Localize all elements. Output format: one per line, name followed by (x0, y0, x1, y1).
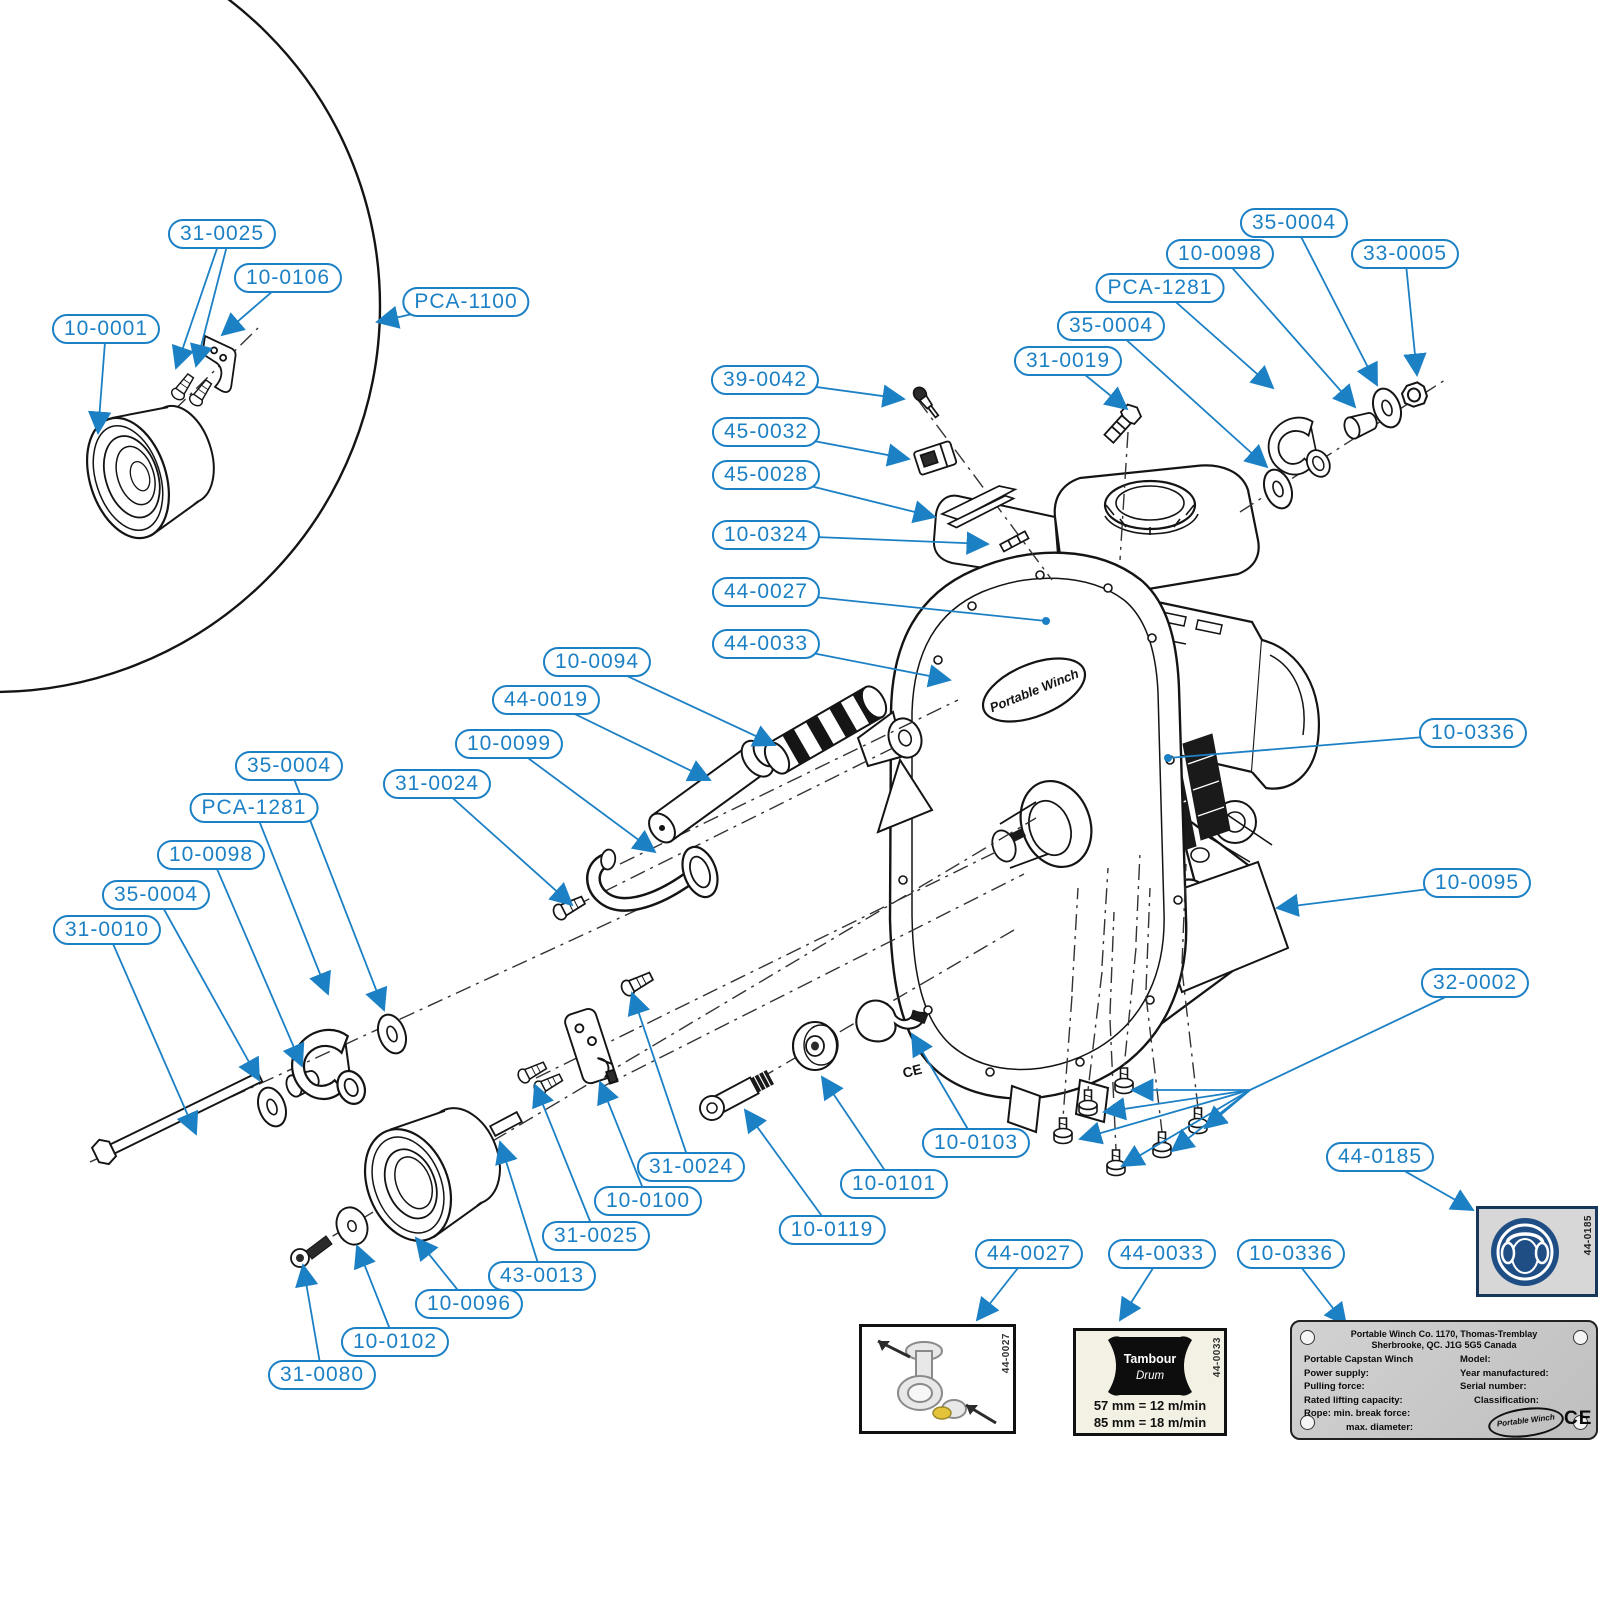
inset-circle (0, 0, 382, 694)
callout-10-0103: 10-0103 (921, 1127, 1031, 1159)
callout-10-0099: 10-0099 (454, 728, 564, 760)
callout-31-0019: 31-0019 (1013, 345, 1123, 377)
drum-silhouette: Tambour Drum (1108, 1336, 1192, 1396)
callout-35-0004-b: 35-0004 (1056, 310, 1166, 342)
callout-10-0001: 10-0001 (51, 313, 161, 345)
callout-31-0025-b: 31-0025 (541, 1220, 651, 1252)
nameplate-hole (1300, 1330, 1315, 1345)
callout-10-0324: 10-0324 (711, 519, 821, 551)
winch-body-art: Portable Winch CE (856, 464, 1320, 1134)
nameplate-company-line2: Sherbrooke, QC. J1G 5G5 Canada (1371, 1340, 1517, 1350)
drum-sticker-code: 44-0033 (1212, 1337, 1223, 1378)
callout-10-0094: 10-0094 (542, 646, 652, 678)
nameplate-hole (1573, 1415, 1588, 1430)
ear-protection-icon (1491, 1218, 1559, 1286)
callout-44-0019: 44-0019 (491, 684, 601, 716)
nameplate-field: Classification: (1474, 1394, 1539, 1406)
callout-31-0080: 31-0080 (267, 1359, 377, 1391)
callout-44-0185: 44-0185 (1325, 1141, 1435, 1173)
callout-pca-1100: PCA-1100 (402, 286, 530, 318)
nameplate-field: Rope: min. break force: (1304, 1408, 1411, 1419)
ear-protection-sticker: 44-0185 (1476, 1206, 1598, 1297)
nameplate-logo-oval: Portable Winch (1486, 1403, 1566, 1442)
callout-44-0033-a: 44-0033 (711, 628, 821, 660)
nameplate-hole (1573, 1330, 1588, 1345)
callout-45-0032: 45-0032 (711, 416, 821, 448)
callout-44-0027-a: 44-0027 (711, 576, 821, 608)
gearbox-ce-mark: CE (901, 1061, 924, 1081)
nameplate-field: Serial number: (1460, 1381, 1527, 1392)
callout-10-0106: 10-0106 (233, 262, 343, 294)
callout-31-0010: 31-0010 (52, 914, 162, 946)
rope-direction-illustration (877, 1339, 997, 1425)
callout-10-0100: 10-0100 (593, 1185, 703, 1217)
parts-art (85, 334, 1429, 1268)
callout-33-0005: 33-0005 (1350, 238, 1460, 270)
callout-39-0042: 39-0042 (710, 364, 820, 396)
callout-45-0028: 45-0028 (711, 459, 821, 491)
callout-10-0098-b: 10-0098 (156, 839, 266, 871)
nameplate-field: Rated lifting capacity: (1304, 1394, 1403, 1406)
callout-31-0024-b: 31-0024 (636, 1151, 746, 1183)
nameplate-company-line1: Portable Winch Co. 1170, Thomas-Tremblay (1350, 1329, 1538, 1339)
rope-direction-sticker: 44-0027 (859, 1324, 1016, 1434)
nameplate-field: Portable Capstan Winch (1304, 1354, 1414, 1365)
callout-44-0033-b: 44-0033 (1107, 1238, 1217, 1270)
nameplate-field: Pulling force: (1304, 1381, 1365, 1392)
callout-35-0004-c: 35-0004 (234, 750, 344, 782)
callout-10-0101: 10-0101 (839, 1168, 949, 1200)
callout-31-0025-a: 31-0025 (167, 218, 277, 250)
nameplate-hole (1300, 1415, 1315, 1430)
leader-lines (87, 222, 1478, 1376)
drum-speed-line-2: 85 mm = 18 m/min (1093, 1415, 1207, 1430)
callout-10-0098-a: 10-0098 (1165, 238, 1275, 270)
nameplate-field: max. diameter: (1346, 1421, 1414, 1433)
nameplate-ce-mark: CE (1564, 1408, 1593, 1429)
ear-sticker-code: 44-0185 (1583, 1215, 1594, 1256)
callout-10-0336-b: 10-0336 (1236, 1238, 1346, 1270)
callout-35-0004-d: 35-0004 (101, 879, 211, 911)
callout-32-0002: 32-0002 (1420, 967, 1530, 999)
callout-10-0096: 10-0096 (414, 1288, 524, 1320)
callout-43-0013: 43-0013 (487, 1260, 597, 1292)
callout-35-0004-a: 35-0004 (1239, 207, 1349, 239)
callout-10-0336-a: 10-0336 (1418, 717, 1528, 749)
drum-sticker-title-fr: Tambour (1124, 1352, 1177, 1366)
drum-sticker-title-en: Drum (1136, 1370, 1165, 1382)
callout-10-0095: 10-0095 (1422, 867, 1532, 899)
nameplate-field: Year manufactured: (1460, 1367, 1549, 1379)
drum-speed-sticker: Tambour Drum 57 mm = 12 m/min 85 mm = 18… (1073, 1328, 1227, 1436)
identification-nameplate: Portable Winch Co. 1170, Thomas-Tremblay… (1290, 1320, 1598, 1442)
callout-31-0024-a: 31-0024 (382, 768, 492, 800)
rope-sticker-code: 44-0027 (1001, 1333, 1012, 1374)
callout-10-0102: 10-0102 (340, 1326, 450, 1358)
nameplate-field: Model: (1460, 1354, 1491, 1365)
callout-pca-1281-a: PCA-1281 (1095, 272, 1225, 304)
nameplate-field: Power supply: (1304, 1367, 1369, 1379)
drum-speed-line-1: 57 mm = 12 m/min (1093, 1398, 1207, 1413)
callout-pca-1281-b: PCA-1281 (189, 792, 319, 824)
callout-10-0119: 10-0119 (778, 1214, 886, 1246)
callout-44-0027-b: 44-0027 (974, 1238, 1084, 1270)
